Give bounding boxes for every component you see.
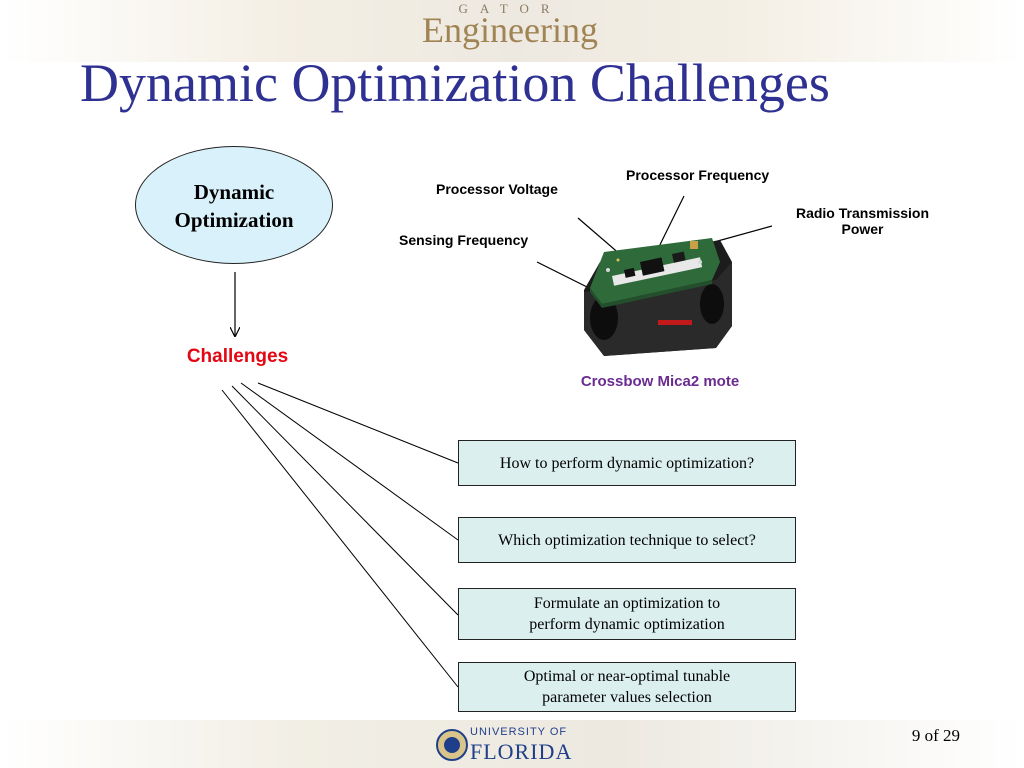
label-sensing-frequency: Sensing Frequency	[399, 232, 529, 248]
ellipse-label: Dynamic Optimization	[135, 178, 333, 234]
battery-hole-left	[590, 296, 618, 340]
connector-box-1	[257, 382, 459, 464]
dynamic-optimization-ellipse	[135, 146, 333, 264]
mote-caption: Crossbow Mica2 mote	[580, 373, 740, 390]
processor-chip	[640, 257, 665, 276]
circuit-board-edge	[590, 280, 712, 308]
small-chip-2	[672, 251, 686, 263]
small-chip-1	[624, 267, 636, 278]
challenge-box-4-line1: Optimal or near-optimal tunable	[523, 668, 731, 685]
label-radio-line2: Power	[841, 221, 884, 237]
challenge-box-3-line2: perform dynamic optimization	[529, 616, 725, 633]
ellipse-label-line1: Dynamic	[193, 180, 275, 204]
component-dot-2	[698, 260, 702, 264]
antenna-connector	[690, 241, 698, 249]
logo-gator-text: GATOR	[458, 1, 562, 16]
component-dot-3	[616, 258, 620, 262]
label-processor-frequency: Processor Frequency	[626, 167, 770, 183]
slide-title: Dynamic Optimization Challenges	[80, 53, 830, 113]
challenge-box-1: How to perform dynamic optimization?	[458, 440, 796, 486]
connector-box-2	[240, 382, 459, 541]
red-stripe	[658, 320, 692, 325]
header-banner	[0, 0, 1024, 62]
battery-hole-right	[700, 284, 724, 324]
gator-engineering-logo: GATOR Engineering	[410, 2, 610, 60]
challenge-box-3: Formulate an optimization to perform dyn…	[458, 588, 796, 640]
university-of-text: UNIVERSITY OF	[470, 726, 568, 738]
florida-text: FLORIDA	[470, 739, 573, 764]
logo-engineering-text: Engineering	[422, 10, 598, 50]
connector-box-4	[221, 389, 459, 688]
challenge-box-3-line1: Formulate an optimization to	[533, 595, 721, 612]
page-number: 9 of 29	[911, 726, 960, 745]
challenge-box-4: Optimal or near-optimal tunable paramete…	[458, 662, 796, 712]
challenge-box-2-line1: Which optimization technique to select?	[498, 531, 756, 549]
label-radio-line1: Radio Transmission	[795, 205, 930, 221]
challenge-box-2: Which optimization technique to select?	[458, 517, 796, 563]
connector-box-3	[231, 385, 459, 616]
challenge-box-1-line1: How to perform dynamic optimization?	[499, 454, 755, 472]
ellipse-label-line2: Optimization	[174, 208, 294, 232]
challenges-label: Challenges	[186, 346, 289, 367]
challenge-box-4-line2: parameter values selection	[542, 689, 712, 706]
label-processor-voltage: Processor Voltage	[436, 181, 558, 197]
footer-banner	[0, 720, 1024, 768]
label-radio-transmission-power: Radio Transmission Power	[770, 205, 955, 237]
component-dot-1	[606, 268, 610, 272]
